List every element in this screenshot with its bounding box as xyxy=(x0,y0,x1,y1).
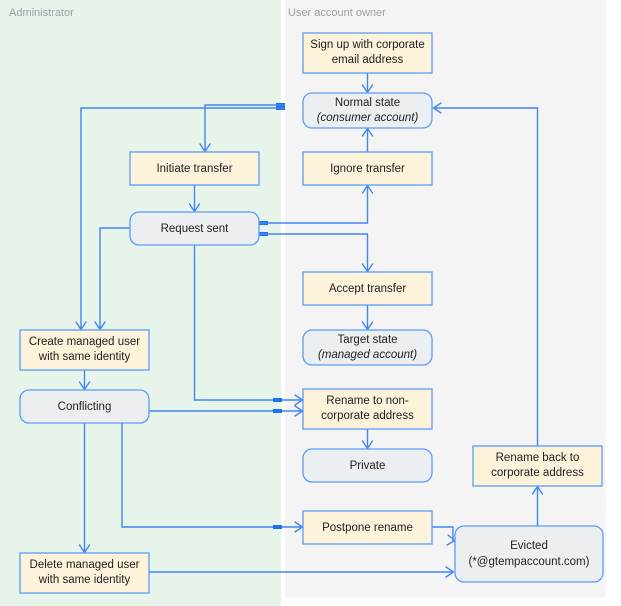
node-initiate-transfer[interactable]: Initiate transfer xyxy=(129,151,260,186)
node-postpone-rename[interactable]: Postpone rename xyxy=(302,510,433,545)
node-accept-transfer-shape[interactable] xyxy=(302,271,433,306)
node-accept-transfer[interactable]: Accept transfer xyxy=(302,271,433,306)
node-create-managed-user-line-1: with same identity xyxy=(38,351,131,363)
node-sign-up-line-1: email address xyxy=(332,54,404,66)
node-rename-to-non-corporate[interactable]: Rename to non- corporate address xyxy=(302,388,433,430)
node-create-managed-user-line-0: Create managed user xyxy=(29,336,140,348)
node-postpone-rename-label: Postpone rename xyxy=(322,522,413,534)
node-evicted-shape[interactable] xyxy=(454,525,604,583)
node-rename-back-to-corporate[interactable]: Rename back to corporate address xyxy=(472,445,603,487)
edge-target-cap xyxy=(273,525,282,529)
node-delete-managed-user-line-1: with same identity xyxy=(38,574,131,586)
node-normal-state-shape[interactable] xyxy=(302,92,433,129)
node-request-sent-label: Request sent xyxy=(161,223,230,235)
node-request-sent-shape[interactable] xyxy=(129,211,260,246)
lane-label-administrator: Administrator xyxy=(9,7,74,19)
node-rename-to-non-corporate-line-1: corporate address xyxy=(321,410,414,422)
node-rename-back-to-corporate-shape[interactable] xyxy=(472,445,603,487)
node-initiate-transfer-label: Initiate transfer xyxy=(156,163,232,175)
node-normal-state-line-1: (consumer account) xyxy=(317,112,419,124)
node-rename-to-non-corporate-line-0: Rename to non- xyxy=(326,395,409,407)
node-accept-transfer-label: Accept transfer xyxy=(329,283,407,295)
edge-rename-back-to-corporate-to-normal-state xyxy=(432,102,539,446)
node-sign-up[interactable]: Sign up with corporate email address xyxy=(302,32,433,74)
node-rename-back-to-corporate-line-0: Rename back to xyxy=(496,452,580,464)
node-target-state-shape[interactable] xyxy=(302,329,433,366)
edge-delete-managed-user-to-evicted xyxy=(149,566,455,578)
node-create-managed-user[interactable]: Create managed user with same identity xyxy=(19,329,150,371)
node-private[interactable]: Private xyxy=(302,448,433,483)
edge-target-cap xyxy=(273,409,282,413)
node-request-sent[interactable]: Request sent xyxy=(129,211,260,246)
node-delete-managed-user-line-0: Delete managed user xyxy=(30,559,140,571)
nodes: Sign up with corporate email address Nor… xyxy=(19,32,604,594)
node-normal-state-line-0: Normal state xyxy=(335,97,400,109)
node-ignore-transfer[interactable]: Ignore transfer xyxy=(302,151,433,186)
node-sign-up-shape[interactable] xyxy=(302,32,433,74)
node-postpone-rename-shape[interactable] xyxy=(302,510,433,545)
node-evicted-line-1: (*@gtempaccount.com) xyxy=(469,556,590,568)
node-conflicting-label: Conflicting xyxy=(58,401,112,413)
node-rename-to-non-corporate-shape[interactable] xyxy=(302,388,433,430)
connectors xyxy=(75,73,544,578)
lane-administrator-background xyxy=(0,0,281,606)
node-target-state-line-0: Target state xyxy=(337,334,397,346)
lane-label-user-account-owner: User account owner xyxy=(288,7,386,19)
node-rename-back-to-corporate-line-1: corporate address xyxy=(491,467,584,479)
node-initiate-transfer-shape[interactable] xyxy=(129,151,260,186)
node-normal-state[interactable]: Normal state (consumer account) xyxy=(302,92,433,129)
node-private-shape[interactable] xyxy=(302,448,433,483)
node-sign-up-line-0: Sign up with corporate xyxy=(310,39,424,51)
node-target-state-line-1: (managed account) xyxy=(318,349,417,361)
node-ignore-transfer-label: Ignore transfer xyxy=(330,163,405,175)
node-conflicting[interactable]: Conflicting xyxy=(19,389,150,424)
node-conflicting-shape[interactable] xyxy=(19,389,150,424)
node-ignore-transfer-shape[interactable] xyxy=(302,151,433,186)
node-delete-managed-user[interactable]: Delete managed user with same identity xyxy=(19,552,150,594)
node-target-state[interactable]: Target state (managed account) xyxy=(302,329,433,366)
node-private-label: Private xyxy=(350,460,386,472)
node-delete-managed-user-shape[interactable] xyxy=(19,552,150,594)
edge-target-cap xyxy=(273,398,282,402)
node-evicted[interactable]: Evicted (*@gtempaccount.com) xyxy=(454,525,604,583)
node-create-managed-user-shape[interactable] xyxy=(19,329,150,371)
node-evicted-line-0: Evicted xyxy=(510,540,548,552)
